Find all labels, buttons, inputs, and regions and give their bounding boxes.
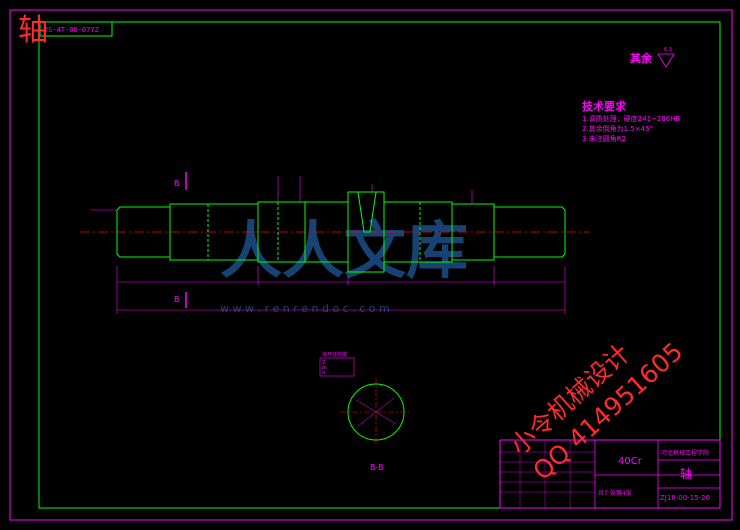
- spline-table-title: 渐开线花键: [322, 351, 347, 358]
- section-cut-label-top: B: [174, 179, 180, 188]
- section-name: B-B: [370, 463, 384, 472]
- tech-heading: 技术要求: [582, 99, 627, 113]
- tech-requirements: 技术要求 1.调质处理，硬度241~286HB 2.其余倒角为1.5×45° 3…: [582, 99, 681, 143]
- title-block: 40Cr 河北机械工程学院 轴 ZJ18-00-15-26 共7 张第4张: [499, 439, 721, 509]
- roughness-note: 其余 6.3: [630, 47, 675, 68]
- part-name: 轴: [680, 466, 692, 481]
- drawing-code-box: JS-4T-00-07YZ: [39, 21, 113, 37]
- shaft-segment-6: [451, 203, 495, 261]
- spline-row-3: α: [322, 370, 326, 376]
- sheet-count: 共7 张第4张: [598, 489, 632, 497]
- company: 河北机械工程学院: [661, 449, 709, 457]
- watermark: 人人文库 w w w . r e n r e n d o c . c o m: [220, 214, 468, 315]
- dimension-lines: [90, 176, 566, 314]
- corner-title: 轴: [18, 13, 48, 48]
- roughness-symbol-icon: [657, 53, 675, 68]
- drawing-code-top: JS-4T-00-07YZ: [44, 26, 99, 34]
- outer-border: [9, 9, 733, 521]
- spline-row-2: m: [322, 365, 327, 371]
- roughness-label: 其余: [630, 51, 653, 65]
- keyway: [357, 191, 377, 233]
- material: 40Cr: [618, 456, 643, 467]
- shaft-main-view: [80, 176, 590, 314]
- drawing-number: ZJ18-00-15-26: [660, 494, 711, 502]
- watermark-logo-icon: 人人文库: [220, 214, 468, 287]
- section-cut-label-bottom: B: [174, 295, 180, 304]
- watermark-url: w w w . r e n r e n d o c . c o m: [220, 302, 390, 315]
- spline-table: [319, 357, 355, 377]
- tech-item-2: 2.其余倒角为1.5×45°: [582, 124, 653, 133]
- section-view: 渐开线花键 Z m α B-B: [319, 351, 412, 472]
- inner-border: [38, 21, 721, 509]
- tech-item-1: 1.调质处理，硬度241~286HB: [582, 114, 681, 123]
- roughness-value: 6.3: [664, 47, 672, 53]
- shaft-segment-7: [493, 206, 566, 258]
- tech-item-3: 3.未注圆角R2: [582, 134, 626, 143]
- spline-row-1: Z: [322, 360, 326, 366]
- shaft-segment-5: [383, 201, 453, 263]
- section-cut-markers: B B: [174, 172, 187, 308]
